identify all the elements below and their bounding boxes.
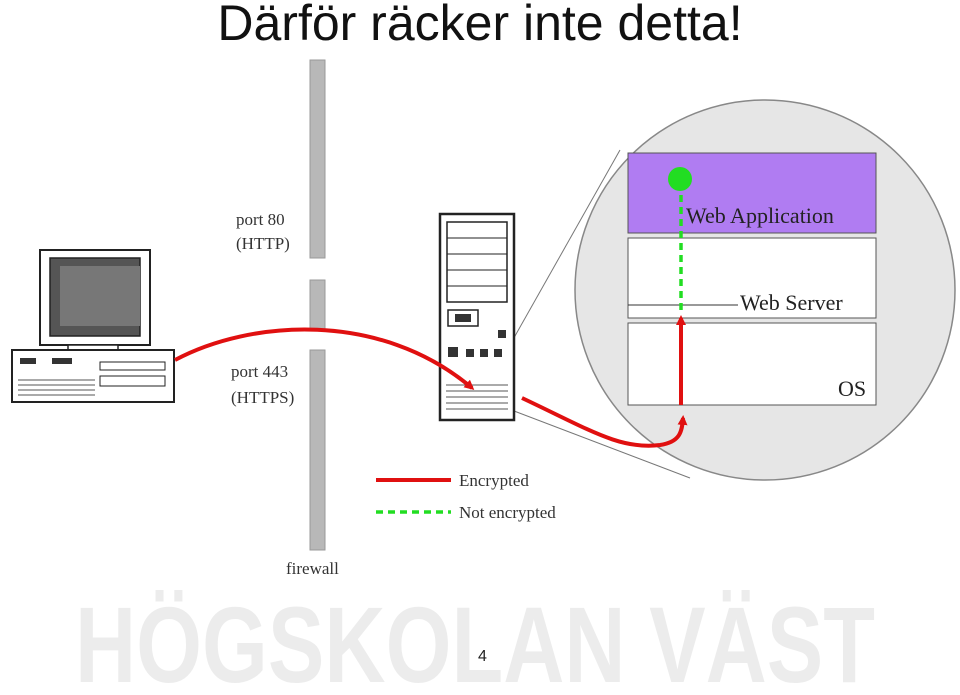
encrypted-path-server-to-os — [521, 396, 688, 448]
port443-label-line2: (HTTPS) — [231, 388, 294, 407]
client-computer-icon — [11, 249, 175, 403]
web-application-endpoint — [668, 167, 692, 191]
server-icon — [438, 212, 516, 422]
legend: Encrypted Not encrypted — [376, 471, 556, 522]
legend-encrypted-label: Encrypted — [459, 471, 529, 490]
legend-not-encrypted-label: Not encrypted — [459, 503, 556, 522]
page-number: 4 — [478, 648, 487, 665]
port80-label-line1: port 80 — [236, 210, 285, 229]
web-server-label: Web Server — [740, 290, 843, 315]
port80-label-line2: (HTTP) — [236, 234, 290, 253]
encrypted-path-client-to-server — [174, 327, 475, 390]
os-label: OS — [838, 376, 866, 401]
firewall-label: firewall — [286, 559, 339, 578]
watermark-logo: HÖGSKOLAN VÄST — [75, 584, 875, 695]
os-layer — [627, 322, 877, 406]
zoom-view — [479, 99, 956, 481]
svg-text:HÖGSKOLAN VÄST: HÖGSKOLAN VÄST — [75, 584, 875, 695]
web-application-label: Web Application — [686, 203, 834, 228]
web-application-layer — [627, 152, 877, 234]
port443-label-line1: port 443 — [231, 362, 288, 381]
firewall — [309, 59, 326, 551]
slide-title: Därför räcker inte detta! — [217, 0, 743, 51]
